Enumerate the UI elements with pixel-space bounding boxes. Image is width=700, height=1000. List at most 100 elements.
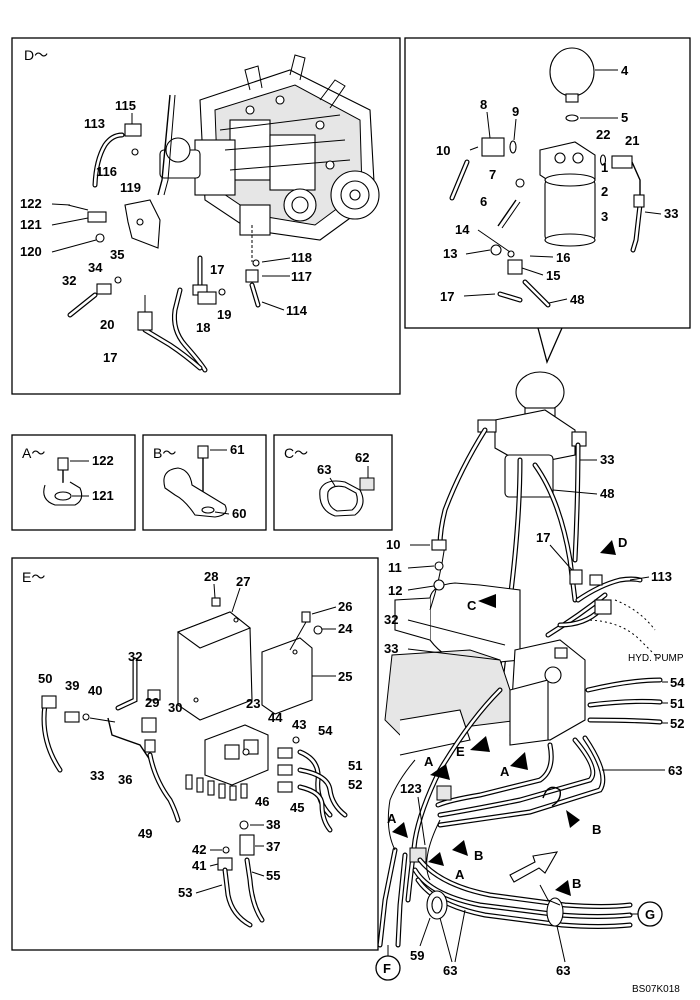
part-label-7: 7 (489, 167, 496, 182)
part-label-115: 115 (115, 98, 136, 113)
part-label-21: 21 (625, 133, 639, 148)
view-arrow-e (470, 736, 490, 752)
part-label-38: 38 (266, 817, 280, 832)
part-label-51-e: 51 (348, 758, 362, 773)
part-label-33-main-b: 33 (384, 641, 398, 656)
part-label-121-a: 121 (92, 488, 114, 503)
part-label-2: 2 (601, 184, 608, 199)
part-label-8: 8 (480, 97, 487, 112)
part-label-61: 61 (230, 442, 244, 457)
view-arrow-b-3 (555, 880, 571, 896)
part-label-3: 3 (601, 209, 608, 224)
section-b-title: B～ (153, 445, 176, 461)
connection-letter-g: G (645, 907, 655, 922)
part-label-33-main-a: 33 (600, 452, 614, 467)
part-label-32-main: 32 (384, 612, 398, 627)
section-b-clamp (163, 445, 227, 518)
part-label-30: 30 (168, 700, 182, 715)
part-label-60: 60 (232, 506, 246, 521)
part-label-43: 43 (292, 717, 306, 732)
section-e-frame (11, 557, 379, 951)
part-label-63-main-a: 63 (668, 763, 682, 778)
part-label-120: 120 (20, 244, 42, 259)
part-label-41: 41 (192, 858, 206, 873)
part-label-16: 16 (556, 250, 570, 265)
view-arrow-a-4 (428, 852, 444, 866)
view-letter-e: E (456, 744, 465, 759)
part-label-11-main: 11 (388, 560, 402, 575)
callout-pointer (537, 327, 563, 364)
view-letter-b-1: B (592, 822, 601, 837)
part-label-48-filter: 48 (570, 292, 584, 307)
view-arrow-d (600, 540, 616, 555)
part-label-29: 29 (145, 695, 159, 710)
part-label-26: 26 (338, 599, 352, 614)
part-label-32-e: 32 (128, 649, 142, 664)
part-label-28: 28 (204, 569, 218, 584)
part-label-52-main: 52 (670, 716, 684, 731)
part-label-113-main: 113 (651, 569, 672, 584)
part-label-17-d-a: 17 (103, 350, 117, 365)
part-label-35: 35 (110, 247, 124, 262)
part-label-23: 23 (246, 696, 260, 711)
section-e-valve-assembly (41, 597, 348, 928)
part-label-54-e: 54 (318, 723, 333, 738)
part-label-37: 37 (266, 839, 280, 854)
part-label-121: 121 (20, 217, 42, 232)
part-label-19: 19 (217, 307, 231, 322)
part-label-24: 24 (338, 621, 353, 636)
section-d-title: D～ (24, 47, 48, 63)
part-label-113: 113 (84, 116, 105, 131)
part-label-122-a: 122 (92, 453, 114, 468)
part-label-116: 116 (96, 164, 117, 179)
part-label-17-main: 17 (536, 530, 550, 545)
section-e-title: E～ (22, 569, 45, 585)
section-c-grommet (319, 477, 375, 517)
part-label-17-d-b: 17 (210, 262, 224, 277)
part-label-44: 44 (268, 710, 283, 725)
section-a-frame (11, 434, 136, 531)
part-label-46: 46 (255, 794, 269, 809)
view-letter-b-2: B (474, 848, 483, 863)
part-label-32: 32 (62, 273, 76, 288)
part-label-5: 5 (621, 110, 628, 125)
view-arrow-b-1 (566, 810, 580, 828)
section-c-title: C～ (284, 445, 308, 461)
part-label-10-main: 10 (386, 537, 400, 552)
section-c-frame (273, 434, 393, 531)
part-label-62: 62 (355, 450, 369, 465)
view-letter-b-3: B (572, 876, 581, 891)
part-label-9: 9 (512, 104, 519, 119)
part-label-6: 6 (480, 194, 487, 209)
part-label-117: 117 (291, 269, 312, 284)
view-arrow-b-2 (452, 840, 468, 856)
part-label-20: 20 (100, 317, 114, 332)
part-label-40: 40 (88, 683, 102, 698)
part-label-10: 10 (436, 143, 450, 158)
view-arrow-c (478, 594, 496, 608)
part-label-123: 123 (400, 781, 422, 796)
section-b-frame (142, 434, 267, 531)
part-label-63-c: 63 (317, 462, 331, 477)
part-label-63-main-b: 63 (443, 963, 457, 978)
part-label-15: 15 (546, 268, 560, 283)
view-arrow-a-3 (392, 822, 408, 838)
part-label-33-e: 33 (90, 768, 104, 783)
part-label-13: 13 (443, 246, 457, 261)
view-letter-d: D (618, 535, 627, 550)
view-letter-a-4: A (455, 867, 465, 882)
part-label-119: 119 (120, 180, 141, 195)
main-assembly-illustration (377, 371, 663, 948)
view-letter-c: C (467, 598, 477, 613)
hyd-pump-label: HYD. PUMP (628, 653, 684, 664)
section-a-title: A～ (22, 445, 45, 461)
part-label-42: 42 (192, 842, 206, 857)
section-d-frame (11, 37, 401, 395)
part-label-45: 45 (290, 800, 304, 815)
direction-arrow (509, 851, 559, 883)
part-label-34: 34 (88, 260, 103, 275)
part-label-50: 50 (38, 671, 52, 686)
part-label-52-e: 52 (348, 777, 362, 792)
